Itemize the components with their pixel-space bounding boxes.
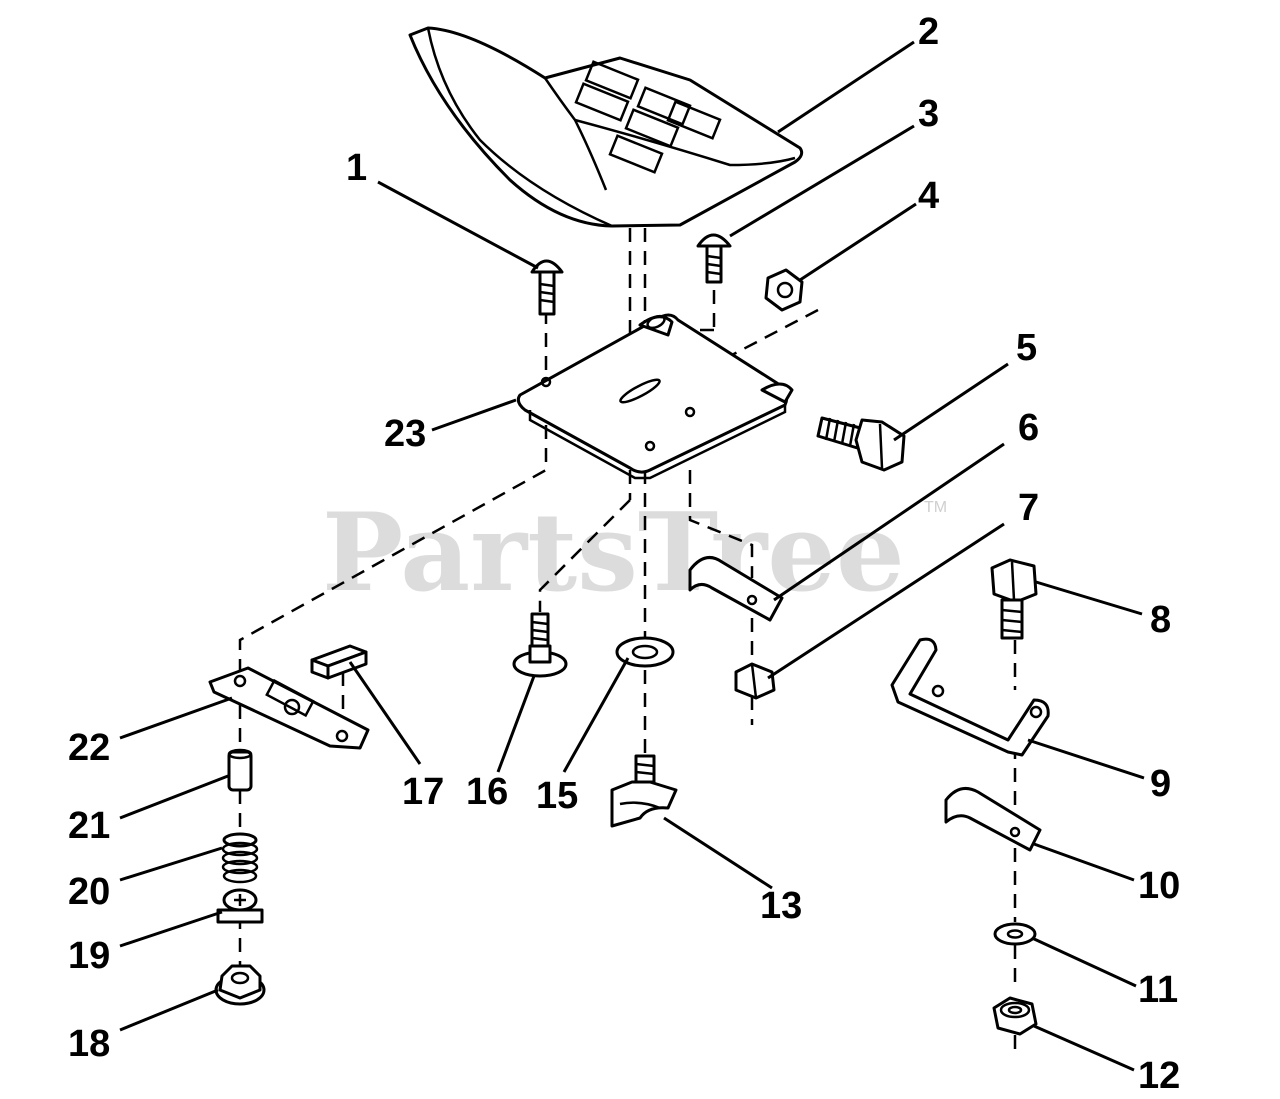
screw-part-3 — [696, 233, 732, 284]
seat-pan-part-23 — [516, 313, 794, 480]
washer-part-11 — [993, 922, 1037, 946]
clip-part-10 — [944, 786, 1042, 852]
seat-part-2 — [408, 26, 804, 228]
callout-19: 19 — [68, 935, 110, 977]
callout-10: 10 — [1138, 865, 1180, 907]
callout-6: 6 — [1018, 407, 1039, 449]
callout-12: 12 — [1138, 1055, 1180, 1094]
carriage-bolt-part-1 — [530, 259, 564, 316]
nut-part-7 — [734, 662, 776, 700]
callout-8: 8 — [1150, 599, 1171, 641]
hex-bolt-part-5 — [816, 416, 906, 472]
callout-11: 11 — [1138, 969, 1178, 1011]
callout-5: 5 — [1016, 327, 1037, 369]
callout-1: 1 — [346, 147, 367, 189]
spring-part-20 — [221, 832, 259, 884]
callout-7: 7 — [1018, 487, 1039, 529]
bracket-part-9 — [890, 637, 1050, 757]
callout-16: 16 — [466, 771, 508, 813]
callout-9: 9 — [1150, 763, 1171, 805]
callout-15: 15 — [536, 775, 578, 817]
callout-18: 18 — [68, 1023, 110, 1065]
shoulder-bolt-part-16 — [512, 612, 568, 678]
callout-22: 22 — [68, 727, 110, 769]
flange-nut-part-18 — [214, 964, 266, 1006]
nut-part-4 — [764, 268, 804, 312]
screw-part-19 — [216, 888, 264, 924]
leader-lines — [119, 40, 1145, 1072]
plate-part-22 — [208, 666, 370, 750]
lock-nut-part-12 — [992, 996, 1038, 1036]
callout-23: 23 — [384, 413, 426, 455]
washer-part-15 — [615, 636, 675, 668]
callout-20: 20 — [68, 871, 110, 913]
callout-numbers: 1 2 3 4 5 6 7 8 9 10 11 12 13 15 16 17 1… — [68, 11, 1180, 1097]
callout-3: 3 — [918, 93, 939, 135]
callout-2: 2 — [918, 11, 939, 53]
watermark-trademark: TM — [924, 499, 947, 516]
callout-17: 17 — [402, 771, 444, 813]
pin-part-21 — [227, 748, 253, 792]
block-part-17 — [310, 644, 368, 680]
callout-21: 21 — [68, 805, 110, 847]
knob-part-13 — [610, 754, 678, 828]
hex-bolt-part-8 — [990, 558, 1038, 640]
clip-part-6 — [688, 556, 784, 622]
callout-13: 13 — [760, 885, 802, 927]
callout-4: 4 — [918, 175, 939, 217]
watermark-text: PartsTree — [322, 490, 905, 616]
